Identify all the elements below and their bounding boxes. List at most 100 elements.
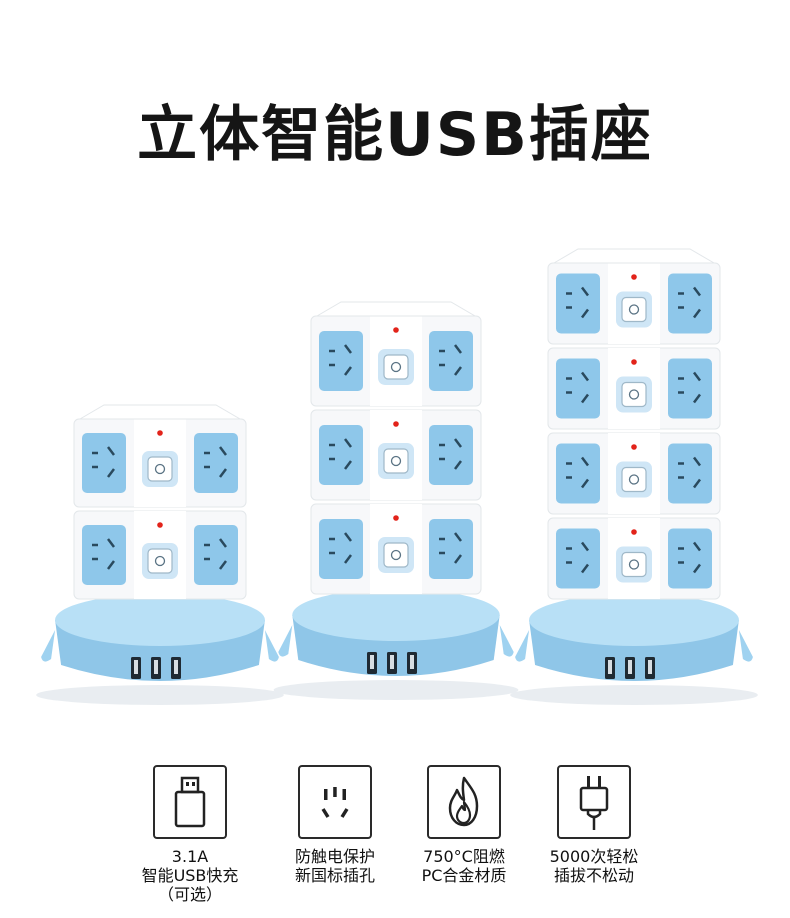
power-icon (628, 559, 640, 570)
ac-socket (194, 433, 238, 493)
feature-line: 插拔不松动 (553, 866, 634, 885)
indicator-led (393, 515, 399, 521)
power-icon (390, 549, 402, 561)
socket-holes (329, 532, 352, 564)
tower-top-cap (552, 248, 716, 264)
tower-layer (547, 347, 721, 430)
indicator-led (157, 430, 163, 436)
socket-holes (439, 344, 462, 376)
usb-port-tongue (608, 660, 612, 674)
power-switch (383, 354, 409, 380)
power-tower (510, 248, 758, 705)
ac-socket (319, 425, 363, 485)
ac-socket (82, 433, 126, 493)
feature-line: 新国标插孔 (294, 866, 375, 885)
tower-base-top (529, 594, 739, 646)
socket-outlet-icon (298, 765, 372, 839)
tower-shadow (273, 680, 519, 700)
ac-socket (556, 528, 600, 589)
indicator-led (393, 421, 399, 427)
ac-socket (668, 273, 712, 334)
ac-socket (319, 519, 363, 579)
socket-holes (329, 344, 352, 376)
tower-base-top (292, 589, 500, 641)
ac-socket (82, 525, 126, 585)
feature-line: PC合金材质 (421, 866, 507, 885)
usb-port-tongue (648, 660, 652, 674)
socket-holes (566, 286, 589, 319)
power-switch (621, 551, 647, 578)
usb-port-tongue (390, 655, 394, 669)
feature-durable-plug: 5000次轻松 插拔不松动 (519, 765, 669, 885)
ac-socket (668, 528, 712, 589)
power-switch (621, 466, 647, 493)
usb-plug-icon (153, 765, 227, 839)
power-switch (383, 542, 409, 568)
socket-holes (678, 371, 701, 404)
page-title: 立体智能USB插座 (137, 100, 653, 170)
tower-base-top (55, 594, 265, 646)
feature-line: 防触电保护 (294, 847, 375, 866)
tower-layer (73, 510, 247, 600)
socket-holes (566, 371, 589, 404)
power-tower (273, 301, 519, 700)
socket-holes (204, 538, 227, 570)
usb-port-tongue (628, 660, 632, 674)
products-illustration (36, 248, 758, 705)
tower-layer (73, 418, 247, 508)
base-clip (264, 630, 279, 662)
power-switch (147, 548, 173, 574)
socket-holes (566, 456, 589, 489)
tower-shadow (36, 685, 284, 705)
tower-layer (310, 503, 482, 595)
power-switch (621, 296, 647, 323)
power-icon (390, 455, 402, 467)
power-icon (628, 304, 640, 315)
socket-holes (92, 538, 115, 570)
feature-line: 3.1A (171, 847, 209, 866)
power-switch (147, 456, 173, 482)
socket-holes (439, 438, 462, 470)
power-switch (621, 381, 647, 408)
feature-line: 智能USB快充 (141, 866, 239, 885)
ac-socket (556, 358, 600, 419)
tower-layer (547, 262, 721, 345)
indicator-led (631, 529, 637, 535)
tower-shadow (510, 685, 758, 705)
feature-line: （可选） (157, 885, 222, 904)
tower-top-cap (78, 404, 242, 420)
power-switch (383, 448, 409, 474)
usb-port-tongue (154, 660, 158, 674)
usb-port-tongue (174, 660, 178, 674)
indicator-led (157, 522, 163, 528)
ac-socket (429, 425, 473, 485)
base-clip (278, 625, 293, 657)
base-clip (515, 630, 530, 662)
socket-holes (678, 286, 701, 319)
power-icon (628, 389, 640, 400)
socket-holes (439, 532, 462, 564)
power-tower (36, 404, 284, 705)
socket-holes (678, 541, 701, 574)
socket-holes (204, 446, 227, 478)
usb-port-tongue (370, 655, 374, 669)
ac-socket (668, 443, 712, 504)
base-clip (738, 630, 753, 662)
feature-usb-fast-charge: 3.1A 智能USB快充 （可选） (115, 765, 265, 904)
flame-icon (427, 765, 501, 839)
power-icon (154, 555, 166, 567)
tower-layer (310, 315, 482, 407)
base-clip (499, 625, 514, 657)
feature-shock-protection: 防触电保护 新国标插孔 (260, 765, 410, 885)
socket-holes (678, 456, 701, 489)
tower-layer (310, 409, 482, 501)
tower-layer (547, 432, 721, 515)
power-icon (628, 474, 640, 485)
indicator-led (631, 359, 637, 365)
ac-socket (194, 525, 238, 585)
power-icon (390, 361, 402, 373)
socket-holes (566, 541, 589, 574)
indicator-led (631, 274, 637, 280)
usb-port-tongue (410, 655, 414, 669)
ac-socket (319, 331, 363, 391)
